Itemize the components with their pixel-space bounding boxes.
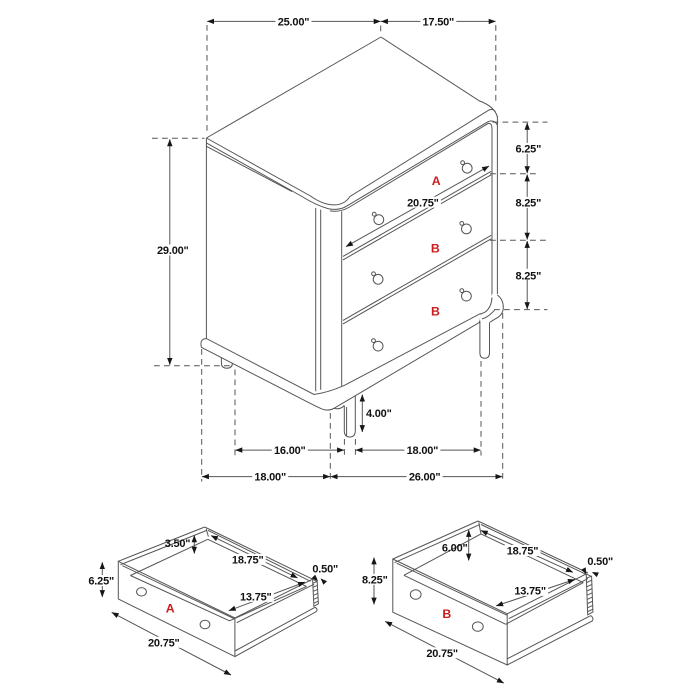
svg-text:26.00": 26.00": [409, 471, 441, 483]
svg-text:25.00": 25.00": [278, 17, 310, 29]
svg-text:16.00": 16.00": [274, 445, 306, 457]
svg-text:B: B: [442, 607, 451, 621]
svg-text:6.25": 6.25": [88, 576, 114, 588]
svg-text:4.00": 4.00": [366, 408, 392, 420]
svg-text:6.00": 6.00": [442, 542, 468, 554]
svg-text:8.25": 8.25": [362, 574, 388, 586]
svg-text:B: B: [431, 304, 440, 318]
svg-text:B: B: [431, 241, 440, 255]
svg-text:18.00": 18.00": [254, 471, 286, 483]
svg-text:6.25": 6.25": [515, 144, 541, 156]
svg-text:20.75": 20.75": [426, 648, 458, 660]
svg-text:18.75": 18.75": [507, 546, 539, 558]
svg-text:13.75": 13.75": [514, 586, 546, 598]
svg-text:20.75": 20.75": [407, 197, 439, 209]
svg-text:8.25": 8.25": [515, 198, 541, 210]
svg-text:17.50": 17.50": [423, 17, 455, 29]
svg-text:29.00": 29.00": [157, 245, 189, 257]
svg-text:0.50": 0.50": [587, 556, 613, 568]
svg-text:3.50": 3.50": [165, 538, 191, 550]
svg-text:8.25": 8.25": [515, 271, 541, 283]
svg-text:13.75": 13.75": [240, 592, 272, 604]
svg-text:18.00": 18.00": [407, 445, 439, 457]
svg-text:0.50": 0.50": [312, 563, 338, 575]
svg-text:A: A: [166, 602, 175, 616]
svg-text:20.75": 20.75": [148, 637, 180, 649]
svg-text:18.75": 18.75": [232, 555, 264, 567]
svg-text:A: A: [432, 174, 441, 188]
